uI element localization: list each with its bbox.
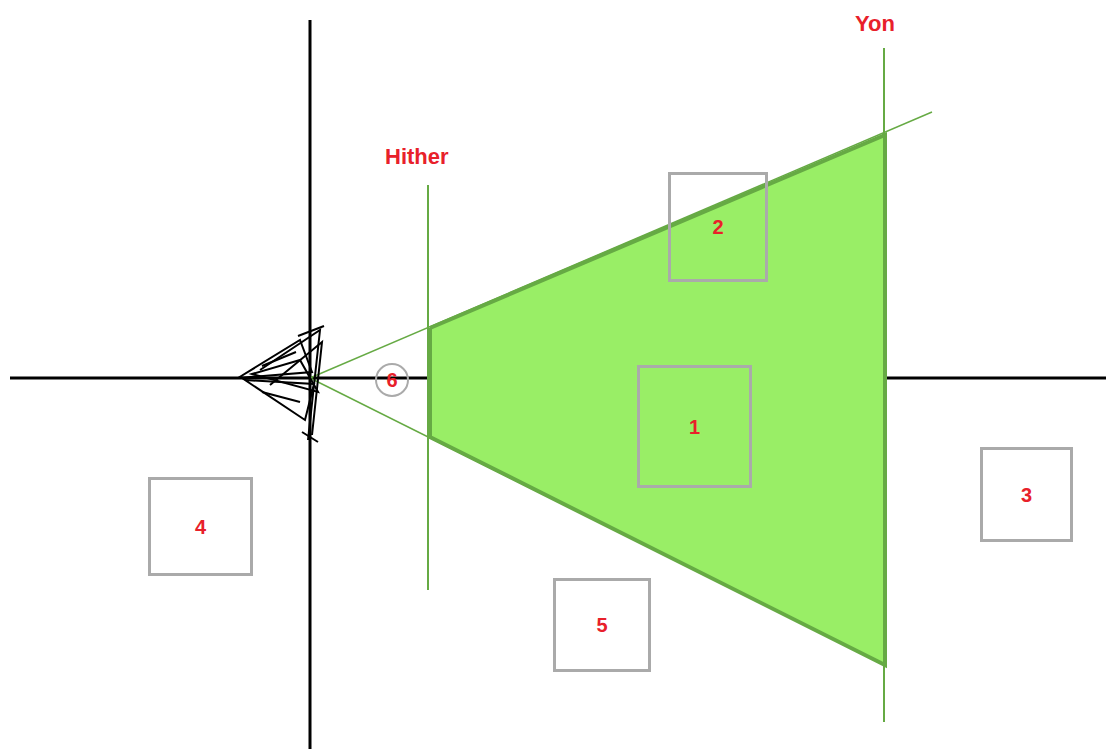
object-box: 5	[553, 578, 651, 672]
callout-number: 2	[712, 217, 723, 237]
object-box: 3	[980, 447, 1073, 542]
callout-number: 1	[689, 417, 700, 437]
callout-number: 5	[596, 615, 607, 635]
object-box: 2	[668, 172, 768, 282]
object-box: 4	[148, 477, 253, 576]
frustum-border	[430, 135, 885, 665]
callout-number: 6	[386, 370, 397, 390]
culling-circle: 6	[375, 363, 409, 397]
object-box: 1	[637, 365, 752, 488]
callout-number: 4	[195, 517, 206, 537]
camera-icon	[238, 326, 324, 442]
callout-number: 3	[1021, 485, 1032, 505]
plane-label: Yon	[855, 13, 895, 35]
frustum-region	[430, 135, 885, 665]
plane-label: Hither	[385, 146, 449, 168]
